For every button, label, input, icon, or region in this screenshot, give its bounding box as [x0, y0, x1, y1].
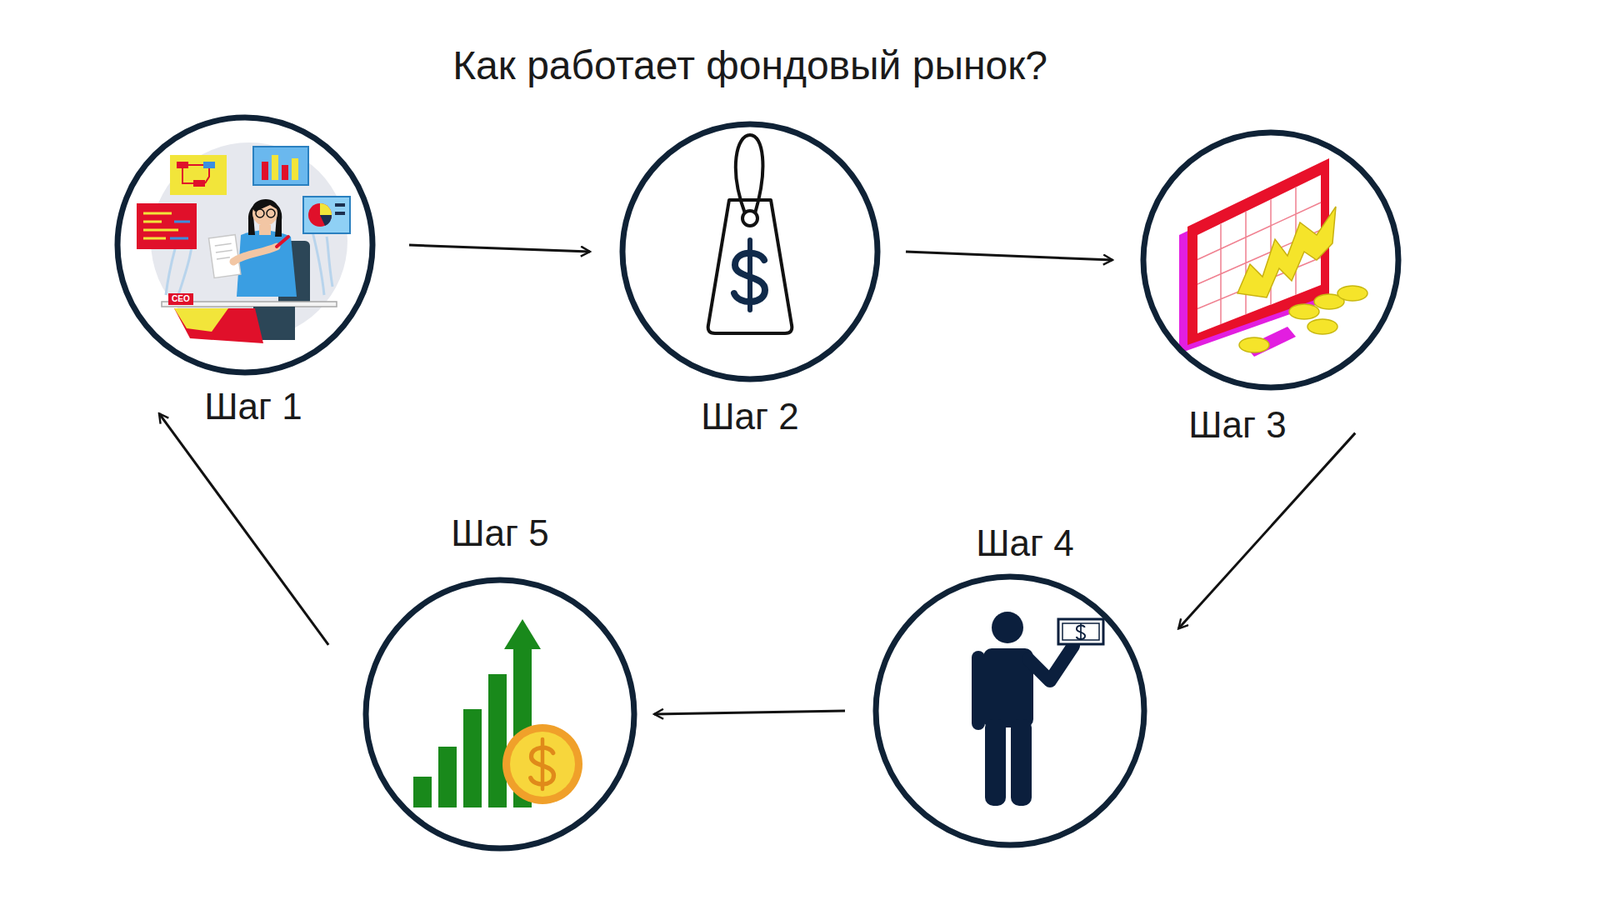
growth-chart-icon-part [510, 731, 575, 797]
circle-outline [1143, 132, 1399, 388]
step-label: Шаг 5 [450, 512, 550, 555]
office-illustration [136, 142, 350, 344]
office-illustration-part [176, 161, 189, 169]
circle-outline [117, 117, 373, 373]
circle-outline [362, 576, 638, 852]
office-illustration-part [291, 158, 299, 180]
circle-outline [365, 580, 635, 849]
investor-icon-part [1076, 623, 1085, 640]
investor-icon-part [991, 611, 1024, 644]
investor-icon-part [1058, 619, 1104, 645]
growth-chart-icon-part-part [540, 739, 545, 790]
step-circle: Шаг 4 [872, 573, 1148, 849]
step-label: Шаг 4 [975, 522, 1075, 565]
office-illustration-part [170, 155, 227, 195]
growth-chart-icon-part [504, 619, 541, 650]
step-circle: Шаг 2 [619, 120, 881, 383]
office-illustration-part [303, 196, 350, 234]
office-illustration-part [233, 246, 277, 262]
step-circle: Шаг 3 [1140, 129, 1402, 391]
circle-outline [619, 120, 881, 383]
office-illustration-part [193, 180, 205, 187]
diagram-title: Как работает фондовый рынок? [452, 41, 1048, 90]
office-illustration-part [276, 236, 289, 247]
office-illustration-part [261, 161, 269, 180]
office-illustration-part [255, 209, 265, 218]
office-illustration-part [320, 215, 332, 226]
desk-sign: CEO [168, 293, 194, 305]
trading-monitor-icon-part [1237, 206, 1336, 298]
office-illustration-part [281, 165, 289, 180]
flow-arrow [409, 245, 590, 252]
trading-monitor-icon-part [1307, 319, 1338, 335]
office-illustration-part [174, 308, 264, 344]
growth-chart-icon-part [438, 746, 457, 808]
circle-outline [875, 576, 1145, 845]
office-illustration-part [203, 161, 215, 169]
growth-chart-icon-part [488, 674, 507, 808]
price-tag-icon [708, 135, 793, 334]
investor-icon-part [971, 650, 985, 730]
growth-chart-icon-part [463, 709, 482, 808]
office-illustration-part [335, 203, 345, 207]
office-illustration-part [174, 308, 229, 332]
step-circle: Шаг 5 [362, 576, 638, 852]
investor-icon-part-part [1080, 623, 1082, 640]
step-label: Шаг 1 [204, 385, 303, 429]
office-illustration-part-part [215, 243, 234, 260]
flow-arrow [905, 251, 1113, 260]
investor-icon-part [1010, 719, 1032, 806]
investor-icon [971, 611, 1104, 806]
office-illustration-part [182, 165, 210, 184]
growth-chart-icon-part [413, 776, 432, 808]
investor-icon-part [1062, 623, 1100, 640]
price-tag-icon-part [734, 240, 765, 310]
office-illustration-part [266, 209, 275, 218]
growth-chart-icon-part [502, 724, 583, 805]
circle-outline [622, 124, 878, 380]
office-illustration-part [136, 203, 197, 250]
investor-icon-part [985, 719, 1006, 806]
circle-outline [872, 573, 1148, 849]
trading-monitor-icon-part [1239, 337, 1270, 353]
office-illustration-part [252, 199, 279, 212]
trading-monitor-icon-part [1289, 304, 1320, 320]
office-illustration-part [236, 230, 297, 297]
investor-icon-part [1028, 645, 1074, 681]
step-label: Шаг 3 [1188, 404, 1287, 447]
office-illustration-part [335, 211, 345, 215]
flow-arrow [1178, 433, 1355, 630]
flow-arrow [654, 710, 845, 715]
trading-monitor-icon-part [1337, 285, 1368, 301]
price-tag-icon-part [708, 200, 793, 334]
trading-monitor-icon [1179, 158, 1368, 357]
flow-arrow [159, 413, 329, 645]
circle-outline [114, 114, 376, 376]
step-label: Шаг 2 [700, 395, 800, 439]
growth-chart-icon-part [530, 739, 555, 790]
growth-chart-icon [413, 619, 583, 808]
price-tag-icon-part-part [747, 240, 753, 310]
circle-outline [1140, 129, 1402, 391]
office-illustration-part [308, 203, 332, 227]
office-illustration-part [271, 155, 279, 180]
step-circle: Шаг 1 [114, 114, 376, 376]
office-illustration-part [170, 221, 190, 239]
office-illustration-part [143, 213, 179, 239]
office-illustration-part [259, 225, 271, 235]
office-illustration-part [253, 146, 309, 185]
office-illustration-part [320, 203, 332, 215]
price-tag-icon-part [735, 135, 764, 214]
